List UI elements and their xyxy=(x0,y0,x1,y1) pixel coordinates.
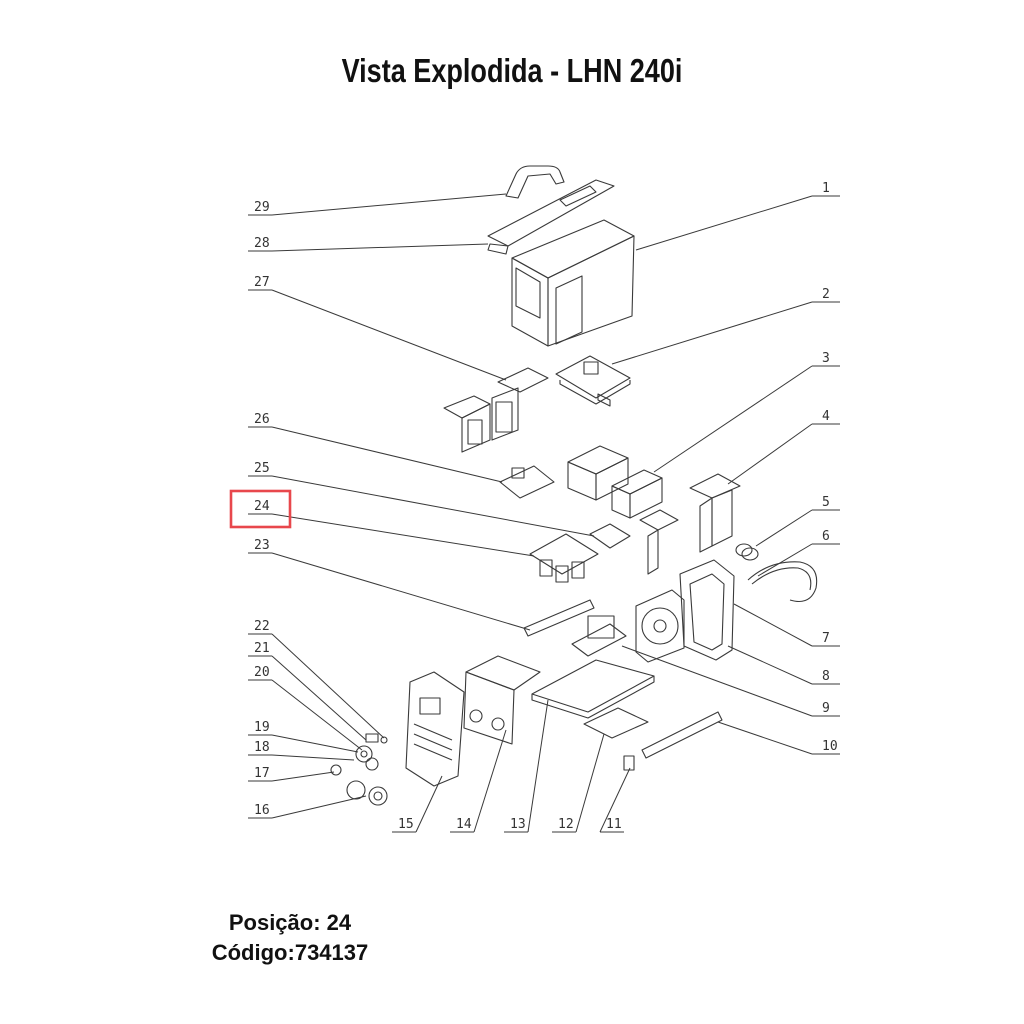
code-label: Código: xyxy=(211,940,295,965)
leader-line-24 xyxy=(271,513,535,557)
leader-line-1 xyxy=(635,195,813,251)
part-power-module xyxy=(571,615,627,657)
callout-label-19: 19 xyxy=(254,720,270,735)
callout-label-3: 3 xyxy=(822,351,830,366)
leader-line-16 xyxy=(271,795,367,819)
callout-label-9: 9 xyxy=(822,701,830,716)
part-small-board xyxy=(589,523,631,549)
leader-line-14 xyxy=(473,729,507,833)
part-control-board xyxy=(555,355,631,407)
callout-label-7: 7 xyxy=(822,631,830,646)
part-heat-sink xyxy=(567,445,663,519)
callout-label-16: 16 xyxy=(254,803,270,818)
leader-line-17 xyxy=(271,771,335,782)
leader-line-8 xyxy=(727,645,813,685)
leader-line-26 xyxy=(271,426,503,483)
callout-label-6: 6 xyxy=(822,529,830,544)
leader-line-21 xyxy=(271,655,367,741)
code-value: 734137 xyxy=(294,940,369,965)
part-side-bracket xyxy=(689,473,741,553)
callout-label-21: 21 xyxy=(254,641,270,656)
part-fan xyxy=(635,589,685,663)
callout-label-26: 26 xyxy=(254,412,270,427)
callout-label-17: 17 xyxy=(254,766,270,781)
part-pcb-upper xyxy=(499,465,555,499)
callout-label-27: 27 xyxy=(254,275,270,290)
leader-line-19 xyxy=(271,734,359,753)
callout-labels: 1234567891011121314151617181920212223242… xyxy=(254,181,838,832)
page-title: Vista Explodida - LHN 240i xyxy=(341,52,683,89)
leader-line-25 xyxy=(271,475,595,537)
leader-line-13 xyxy=(527,699,549,833)
part-front-panel xyxy=(405,671,465,787)
part-cable xyxy=(747,561,818,603)
callout-label-5: 5 xyxy=(822,495,830,510)
callout-label-15: 15 xyxy=(398,817,414,832)
leader-line-10 xyxy=(717,721,813,755)
part-plate xyxy=(583,707,649,739)
leader-line-3 xyxy=(653,365,813,473)
part-base-plate xyxy=(531,659,655,719)
leader-line-9 xyxy=(621,645,813,717)
callout-label-11: 11 xyxy=(606,817,622,832)
leader-line-7 xyxy=(733,603,813,647)
part-connector xyxy=(735,543,759,561)
callout-label-24: 24 xyxy=(254,499,270,514)
part-main-board xyxy=(529,533,599,583)
position-label: Posição: xyxy=(228,910,321,935)
part-mid-bracket xyxy=(639,509,679,575)
leader-line-20 xyxy=(271,679,363,751)
callout-label-10: 10 xyxy=(822,739,838,754)
leader-line-12 xyxy=(575,733,605,833)
part-rail-lower xyxy=(641,711,723,759)
callout-label-29: 29 xyxy=(254,200,270,215)
leader-line-29 xyxy=(271,193,507,216)
part-handle xyxy=(505,165,565,199)
code-line: Código:734137 xyxy=(0,940,580,966)
position-line: Posição: 24 xyxy=(0,910,580,936)
callout-label-20: 20 xyxy=(254,665,270,680)
callout-label-28: 28 xyxy=(254,236,270,251)
leader-line-4 xyxy=(727,423,813,485)
part-back-panel xyxy=(679,559,735,661)
position-value: 24 xyxy=(326,910,352,935)
leader-line-23 xyxy=(271,552,531,631)
leader-line-18 xyxy=(271,754,355,761)
callout-label-23: 23 xyxy=(254,538,270,553)
callout-label-1: 1 xyxy=(822,181,830,196)
part-clip xyxy=(623,755,635,771)
part-small-components xyxy=(330,733,388,806)
leader-line-11 xyxy=(599,767,631,833)
part-bracket-assembly xyxy=(443,367,549,453)
callout-label-13: 13 xyxy=(510,817,526,832)
callout-label-18: 18 xyxy=(254,740,270,755)
leader-line-28 xyxy=(271,243,489,252)
leader-line-6 xyxy=(757,543,813,577)
leader-line-15 xyxy=(415,775,443,833)
callout-label-8: 8 xyxy=(822,669,830,684)
leader-line-5 xyxy=(755,509,813,547)
callout-label-25: 25 xyxy=(254,461,270,476)
callout-label-12: 12 xyxy=(558,817,574,832)
leader-line-22 xyxy=(271,633,385,739)
parts-drawing xyxy=(330,165,818,806)
leader-line-2 xyxy=(611,301,813,365)
leader-line-27 xyxy=(271,289,507,381)
part-rail-upper xyxy=(523,599,595,637)
part-top-cover xyxy=(511,219,635,347)
part-front-chassis xyxy=(463,655,541,745)
callout-label-22: 22 xyxy=(254,619,270,634)
callout-label-14: 14 xyxy=(456,817,472,832)
highlight-box xyxy=(229,489,292,529)
callout-label-2: 2 xyxy=(822,287,830,302)
part-strap xyxy=(487,179,615,255)
callout-label-4: 4 xyxy=(822,409,830,424)
leader-lines xyxy=(248,193,840,833)
